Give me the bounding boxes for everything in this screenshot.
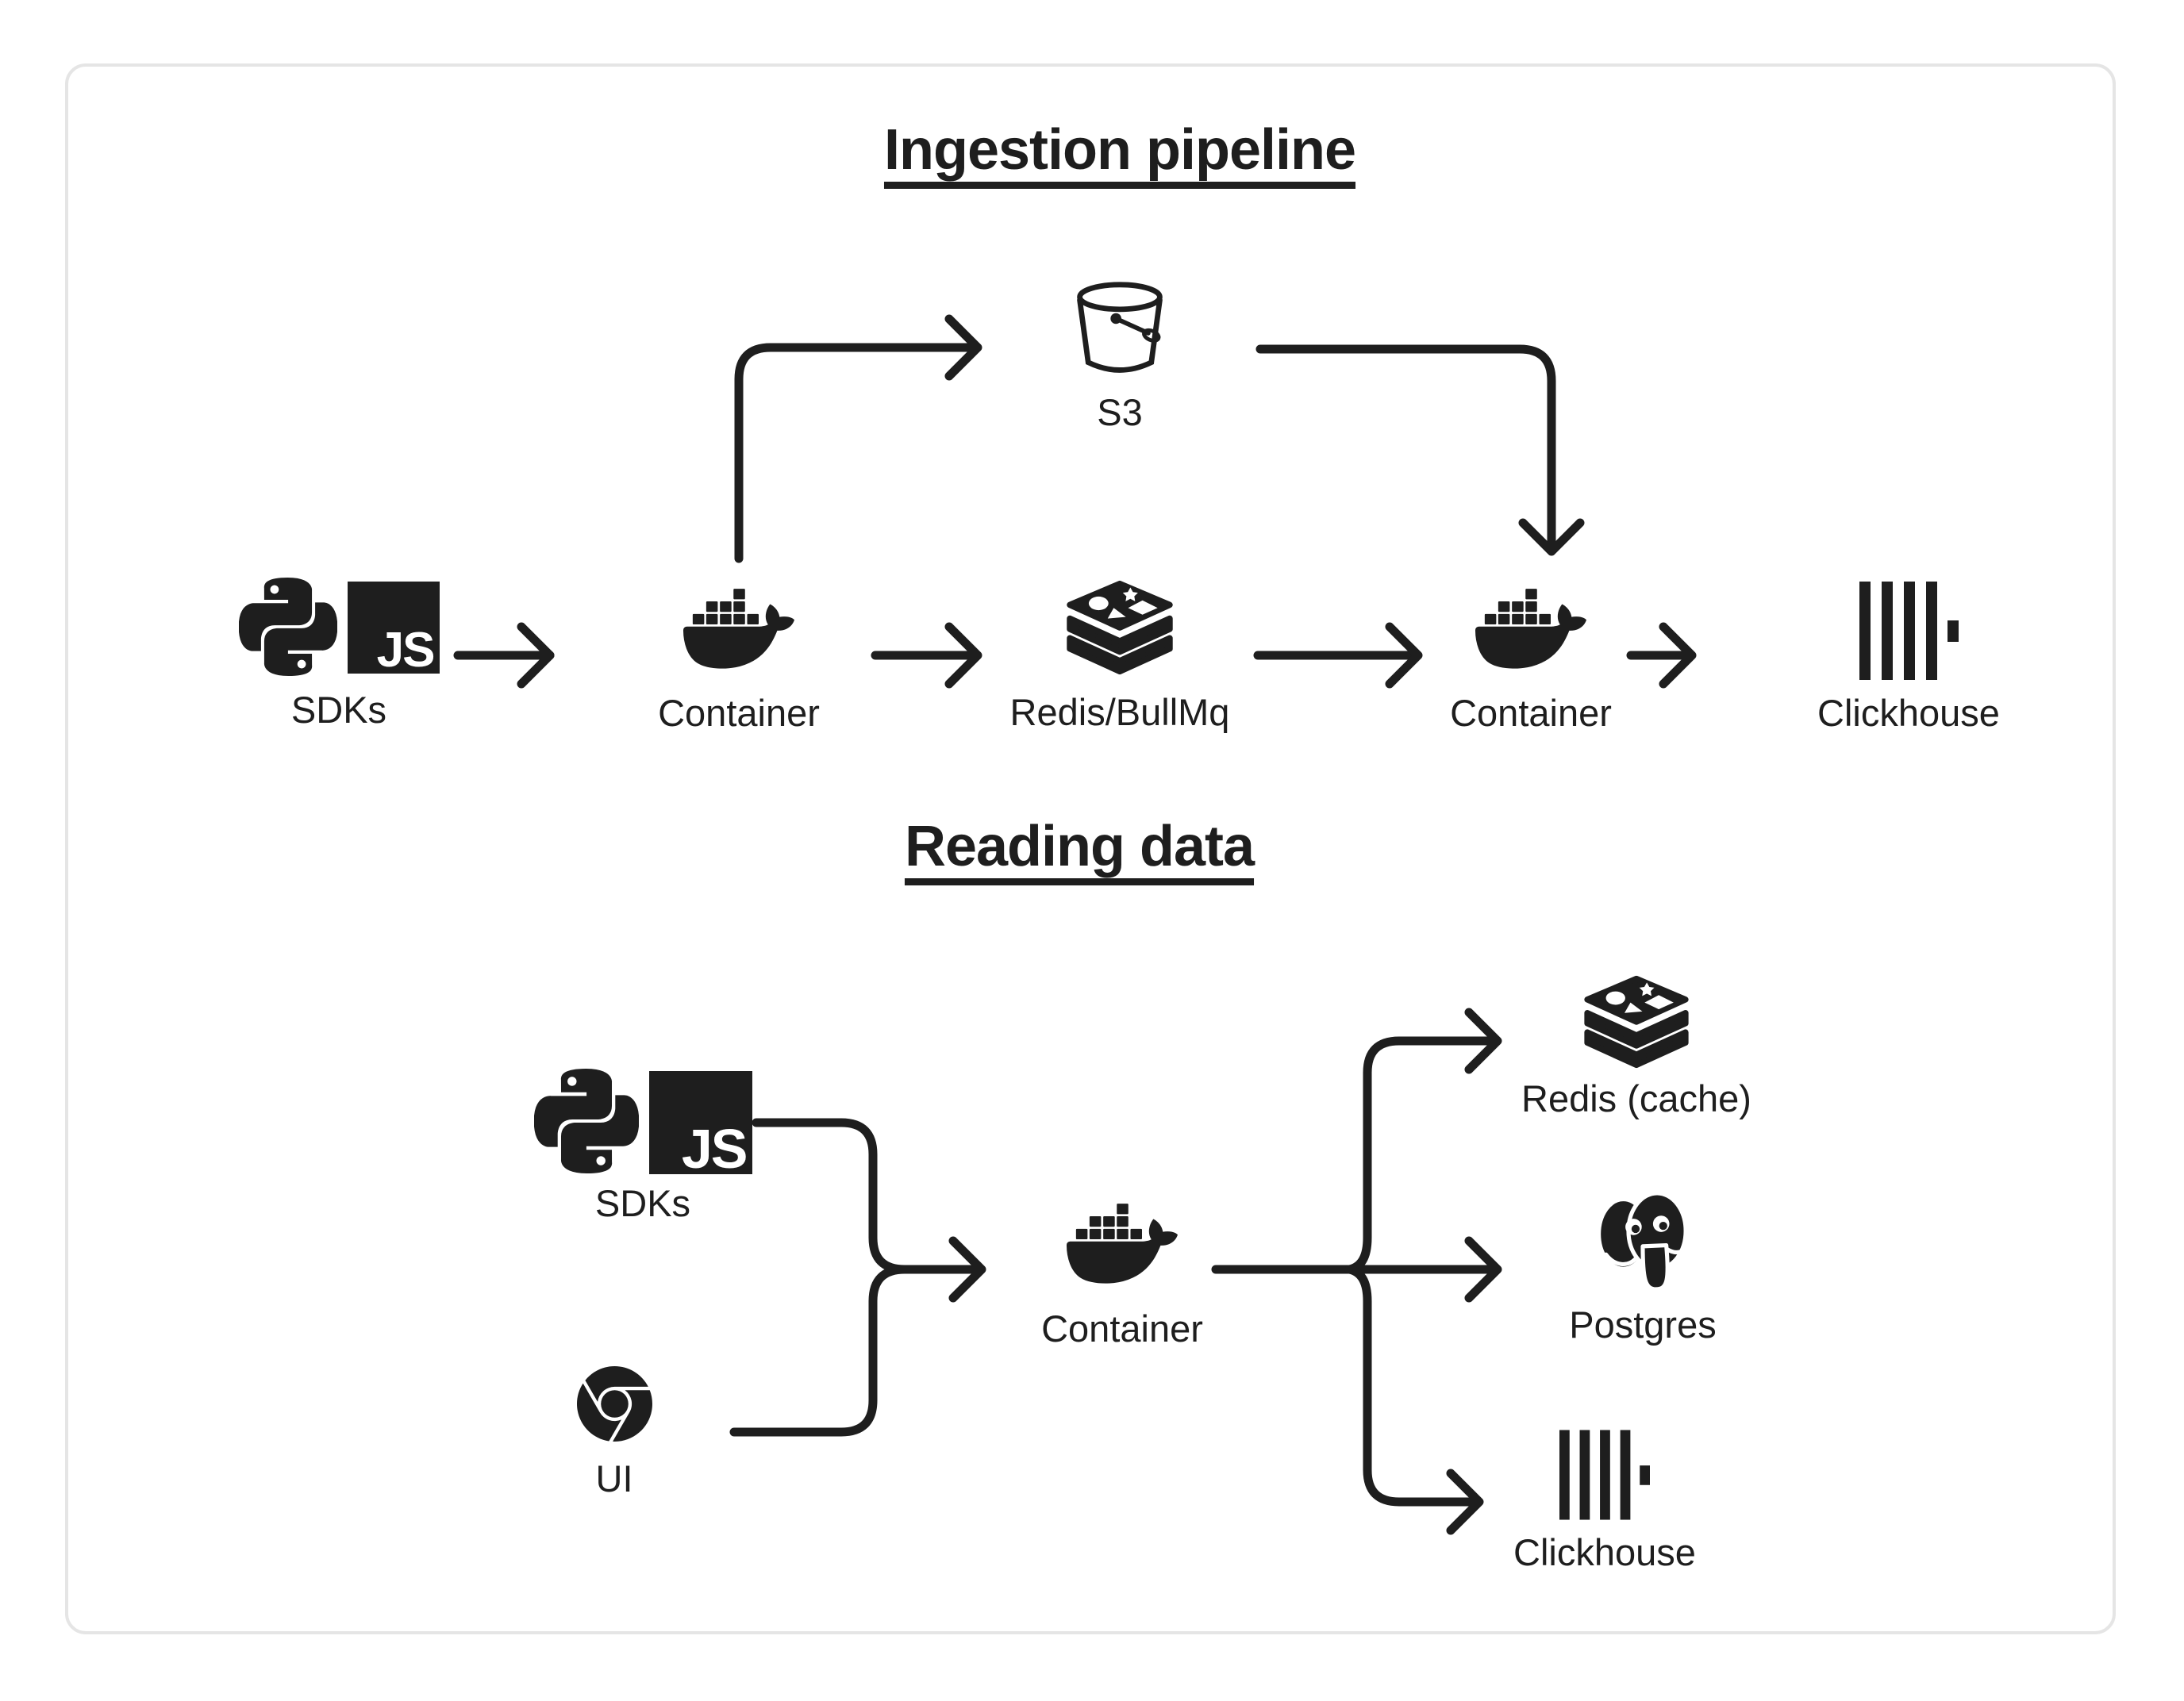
chrome-icon: [576, 1366, 652, 1442]
sdks-icon-row: JS: [238, 578, 440, 676]
node-ingestion-redis: Redis/BullMq: [1001, 579, 1239, 731]
python-icon: [238, 578, 337, 676]
diagram-card: [65, 63, 2116, 1634]
node-label: Clickhouse: [1817, 692, 2000, 734]
javascript-icon: JS: [648, 1071, 752, 1177]
clickhouse-icon: [1859, 582, 1959, 680]
python-icon: [533, 1069, 639, 1173]
node-label: Redis (cache): [1521, 1077, 1751, 1119]
node-reading-redis-cache: Redis (cache): [1517, 974, 1755, 1118]
node-reading-clickhouse: Clickhouse: [1486, 1425, 1724, 1572]
clickhouse-icon: [1559, 1430, 1650, 1520]
docker-icon: [683, 589, 794, 669]
node-ingestion-clickhouse: Clickhouse: [1790, 582, 2028, 732]
postgres-icon: [1597, 1191, 1689, 1292]
node-label: S3: [1097, 391, 1143, 433]
node-ingestion-s3: S3: [1001, 280, 1239, 432]
reading-section-title: Reading data: [904, 815, 1255, 878]
javascript-icon: JS: [347, 582, 440, 675]
redis-icon: [1584, 975, 1689, 1069]
node-label: Redis/BullMq: [1009, 691, 1230, 733]
redis-icon: [1067, 580, 1173, 675]
node-label: Container: [658, 692, 820, 734]
node-reading-ui: UI: [495, 1366, 733, 1498]
docker-icon: [1067, 1204, 1178, 1284]
node-reading-sdks: JS SDKs: [524, 1069, 762, 1223]
node-ingestion-container-in: Container: [620, 589, 858, 732]
node-ingestion-container-out: Container: [1412, 589, 1650, 732]
node-label: Container: [1041, 1307, 1203, 1350]
node-label: SDKs: [594, 1182, 691, 1224]
s3-bucket-icon: [1077, 282, 1163, 373]
node-label: Container: [1450, 692, 1612, 734]
node-ingestion-sdks: JS SDKs: [220, 578, 458, 729]
node-label: UI: [595, 1457, 633, 1499]
node-label: SDKs: [290, 689, 387, 731]
node-label: Clickhouse: [1513, 1531, 1696, 1573]
ingestion-section-title: Ingestion pipeline: [883, 118, 1356, 182]
sdks-icon-row: JS: [533, 1069, 752, 1177]
node-label: Postgres: [1569, 1304, 1717, 1346]
node-reading-container: Container: [1003, 1204, 1241, 1348]
docker-icon: [1475, 589, 1586, 669]
node-reading-postgres: Postgres: [1524, 1190, 1762, 1344]
